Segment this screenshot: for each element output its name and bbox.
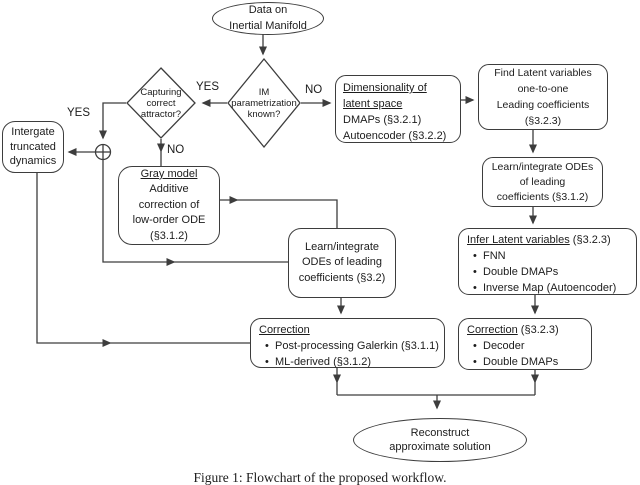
list-item: • ML-derived (§3.1.2) (265, 356, 371, 368)
list-item: • Double DMAPs (473, 266, 559, 278)
box-gray-model: Gray model Additive correction of low-or… (118, 166, 220, 245)
sum-junction-icon (94, 143, 112, 161)
box-infer-latent-variables: Infer Latent variables (§3.2.3) • FNN • … (458, 228, 637, 295)
edge-label-no-mid: NO (167, 144, 185, 156)
box-dimensionality-of-latent-space: Dimensionality of latent space DMAPs (§3… (335, 75, 461, 143)
arrow-sum-to-learn32 (102, 159, 176, 266)
diamond-shape (126, 67, 196, 139)
edge-label-yes-top: YES (196, 81, 220, 93)
end-node-reconstruct-solution: Reconstruct approximate solution (353, 418, 527, 462)
edge-label-no-top: NO (305, 84, 323, 96)
figure-caption: Figure 1: Flowchart of the proposed work… (193, 470, 447, 485)
box-learn-integrate-odes-312: Learn/integrate ODEs of leading coeffici… (482, 157, 603, 207)
box-find-latent-variables: Find Latent variables one-to-one Leading… (478, 64, 608, 130)
edge-label-yes-left: YES (67, 107, 91, 119)
arrow-capturing-to-sum (99, 102, 126, 140)
box-correction-323: Correction (§3.2.3) • Decoder • Double D… (458, 318, 592, 370)
list-item: • Post-processing Galerkin (§3.1.1) (265, 340, 439, 352)
diamond-shape (227, 58, 301, 148)
list-item: • Inverse Map (Autoencoder) (473, 282, 617, 294)
decision-capturing-correct-attractor: Capturing correct attractor? (126, 67, 196, 139)
start-node-data-on-inertial-manifold: Data on Inertial Manifold (212, 2, 324, 35)
list-item: • Decoder (473, 340, 525, 352)
list-item: • Double DMAPs (473, 356, 559, 368)
box-learn-integrate-odes-32: Learn/integrate ODEs of leading coeffici… (288, 228, 396, 298)
arrow-intergate-to-correction (36, 173, 112, 347)
decision-im-parametrization-known: IM parametrization known? (227, 58, 301, 148)
box-intergate-truncated-dynamics: Intergate truncated dynamics (2, 121, 64, 173)
list-item: • FNN (473, 250, 506, 262)
box-correction-galerkin: Correction • Post-processing Galerkin (§… (250, 318, 445, 368)
